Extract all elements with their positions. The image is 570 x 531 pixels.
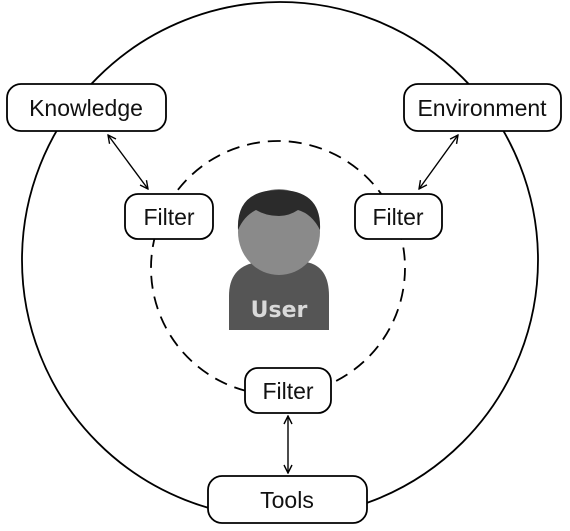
node-filter-right: Filter — [354, 193, 443, 240]
user-avatar-body — [229, 262, 329, 330]
connector-environment-filter — [419, 135, 458, 189]
node-tools: Tools — [207, 475, 368, 524]
node-knowledge-label: Knowledge — [29, 95, 143, 121]
user-avatar-label: User — [251, 298, 308, 323]
node-filter-left: Filter — [124, 193, 214, 240]
user-avatar-icon: User — [229, 189, 329, 330]
user-avatar-hair — [237, 190, 321, 230]
node-tools-label: Tools — [260, 487, 314, 513]
node-filter-right-label: Filter — [372, 204, 423, 230]
node-knowledge: Knowledge — [6, 83, 167, 132]
node-filter-left-label: Filter — [143, 204, 194, 230]
node-environment: Environment — [403, 83, 562, 132]
node-filter-bottom-label: Filter — [262, 378, 313, 404]
node-filter-bottom: Filter — [244, 367, 332, 414]
node-environment-label: Environment — [417, 95, 547, 121]
connector-knowledge-filter — [108, 135, 148, 189]
